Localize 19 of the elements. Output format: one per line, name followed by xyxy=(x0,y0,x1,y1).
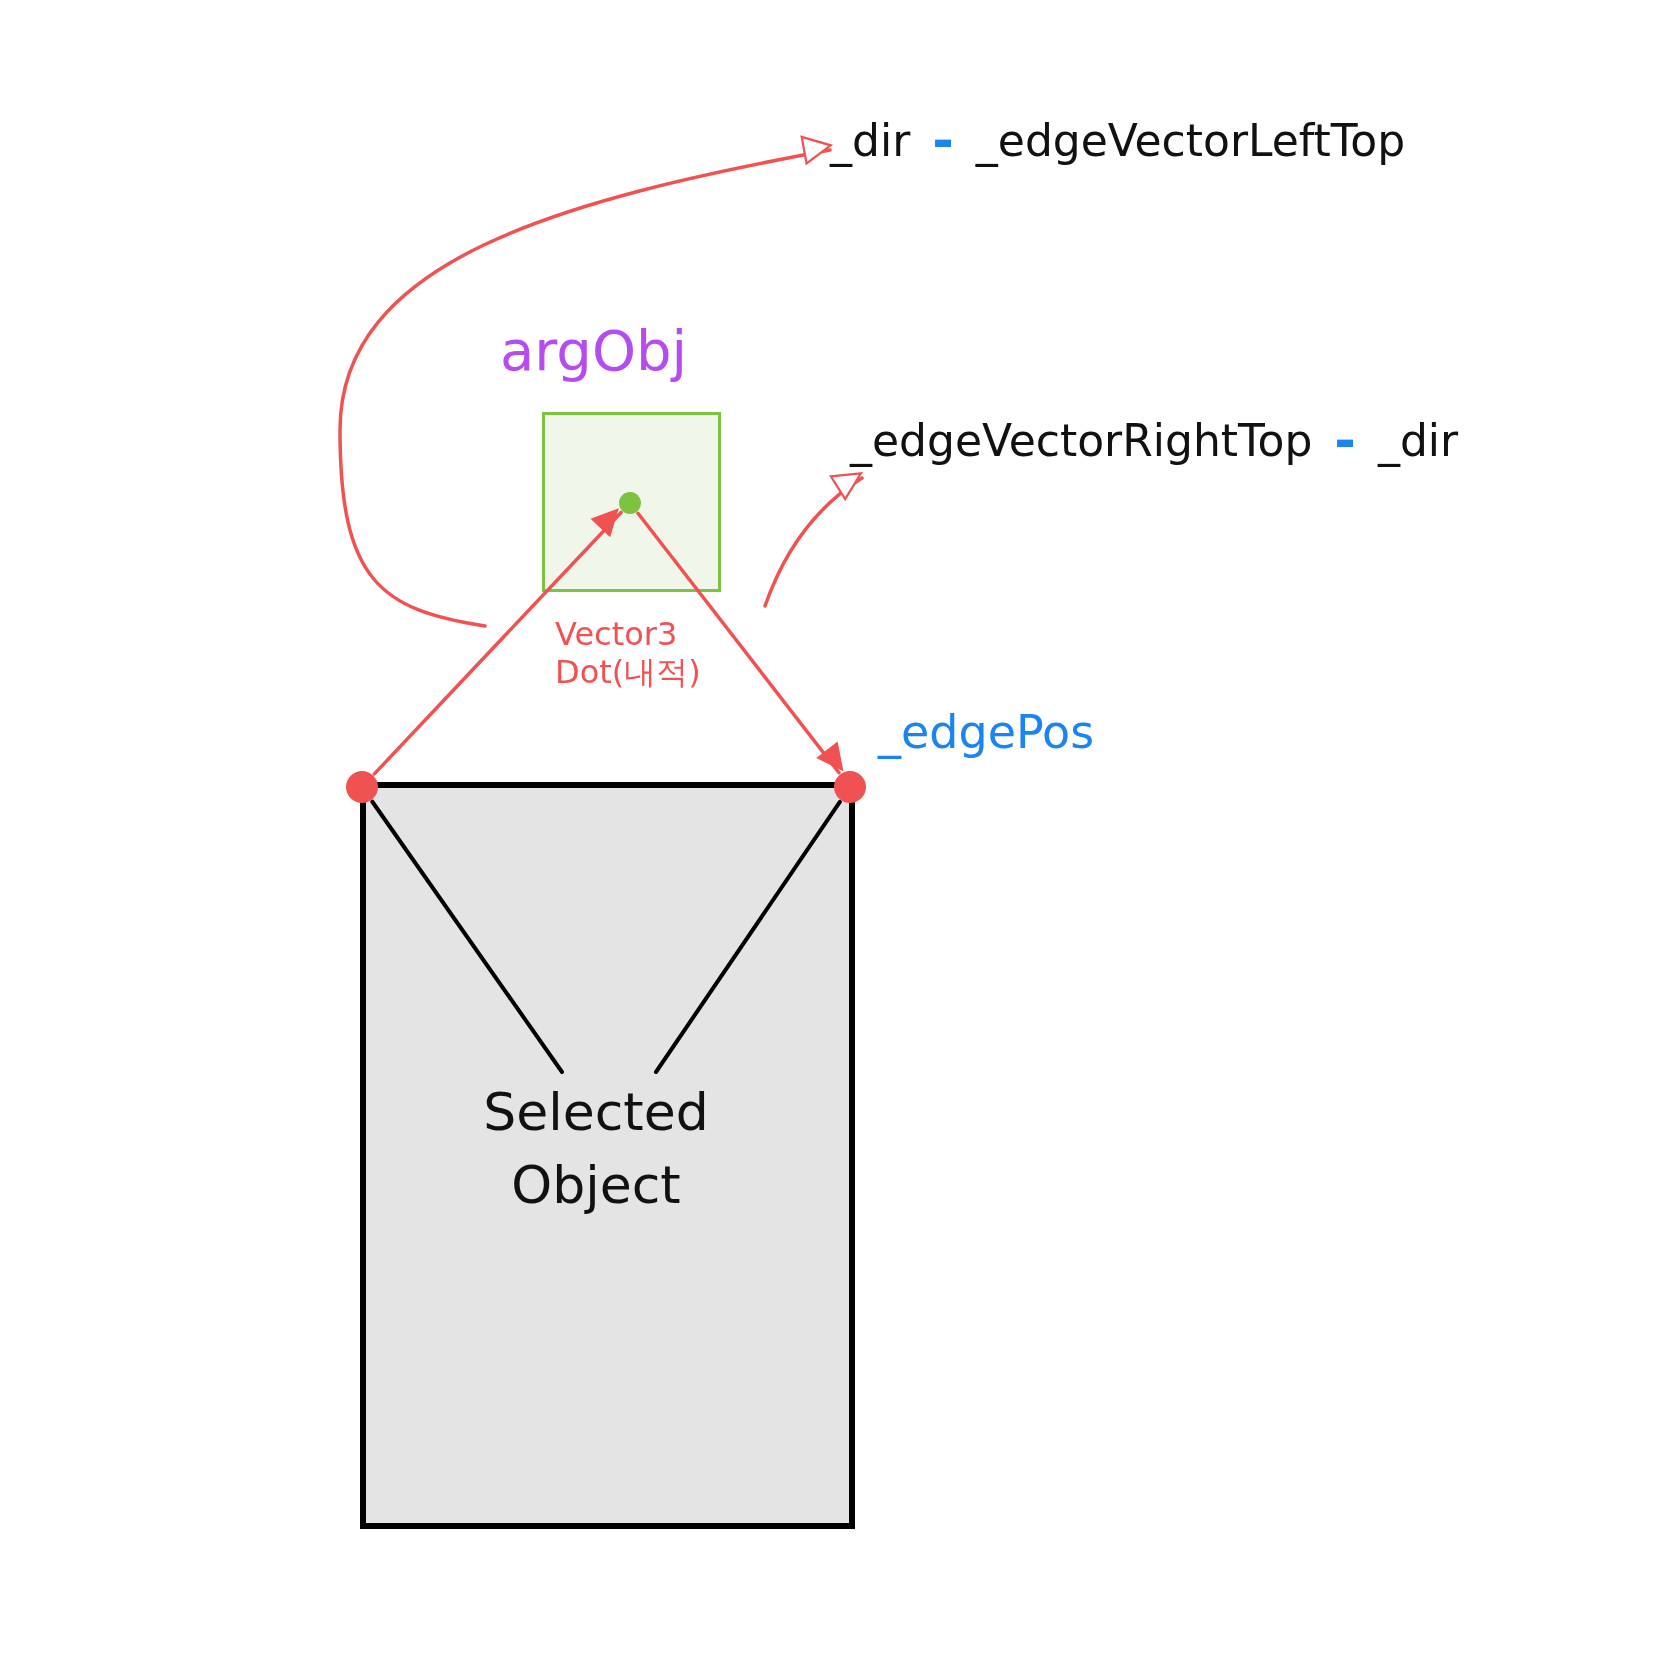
corner-point xyxy=(346,771,378,803)
code-text: _edgeVectorRightTop xyxy=(850,414,1313,466)
arrow xyxy=(338,136,832,628)
minus-sign: - xyxy=(932,110,954,170)
arrow xyxy=(372,508,623,776)
corner-point xyxy=(834,771,866,803)
object-label: argObj xyxy=(500,318,688,383)
connector-line xyxy=(654,799,842,1074)
formula-label: Vector3 Dot(내적) xyxy=(555,615,702,692)
object-label: Selected Object xyxy=(446,1076,746,1236)
variable-label: _edgePos xyxy=(878,705,1096,761)
code-text: _dir xyxy=(1377,414,1459,466)
arrow xyxy=(763,473,864,608)
code-text: _edgeVectorLeftTop xyxy=(975,114,1406,166)
object-box xyxy=(360,782,855,1529)
code-text: _dir xyxy=(830,114,911,166)
arrow xyxy=(636,511,844,775)
connector-line xyxy=(370,799,564,1074)
minus-sign: - xyxy=(1334,410,1356,470)
